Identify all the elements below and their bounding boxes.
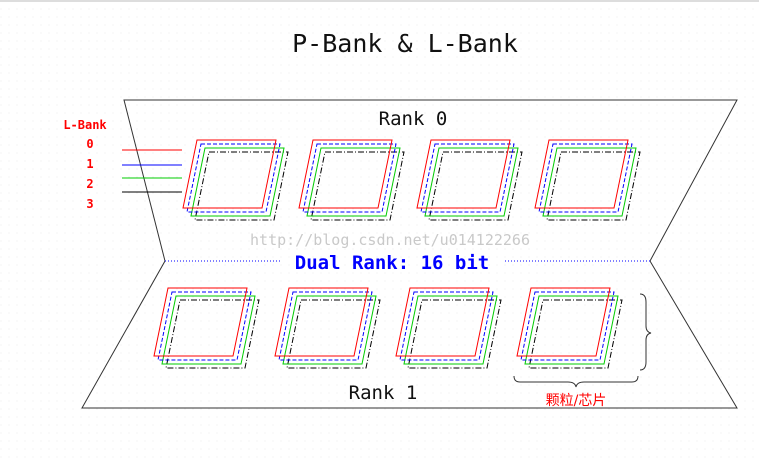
chip-layer-0 <box>416 139 511 209</box>
chip-layer-0 <box>516 287 611 357</box>
watermark: http://blog.csdn.net/u014122266 <box>250 231 530 249</box>
lbank-item-1: 1 <box>86 157 93 171</box>
lbank-item-2: 2 <box>86 177 93 191</box>
chip-layer-2 <box>306 147 401 217</box>
chip-layer-3 <box>428 151 523 221</box>
chip-rank0-0 <box>182 139 289 221</box>
chip-layer-0 <box>182 139 277 209</box>
chip-layer-0 <box>395 287 490 357</box>
rank-0-label: Rank 0 <box>379 108 448 130</box>
chip-layer-2 <box>524 295 619 365</box>
chip-stack-brace <box>639 293 652 371</box>
diagram-title: P-Bank & L-Bank <box>292 29 518 58</box>
rank-1-label: Rank 1 <box>349 382 418 404</box>
chip-rank0-3 <box>534 139 641 221</box>
chip-label: 颗粒/芯片 <box>546 393 607 409</box>
chip-layer-2 <box>282 295 377 365</box>
chip-layer-0 <box>153 287 248 357</box>
chip-layer-3 <box>310 151 405 221</box>
chip-rank0-2 <box>416 139 523 221</box>
chip-layer-0 <box>534 139 629 209</box>
chip-layer-2 <box>424 147 519 217</box>
chip-layer-3 <box>407 299 502 369</box>
chip-layer-2 <box>190 147 285 217</box>
chip-brace <box>513 375 639 388</box>
chip-layer-3 <box>286 299 381 369</box>
chip-array <box>153 139 641 369</box>
chip-layer-3 <box>546 151 641 221</box>
chip-layer-2 <box>161 295 256 365</box>
chip-rank1-1 <box>274 287 381 369</box>
chip-layer-0 <box>274 287 369 357</box>
chip-layer-2 <box>542 147 637 217</box>
lbank-item-0: 0 <box>86 137 93 151</box>
chip-layer-2 <box>403 295 498 365</box>
chip-rank1-2 <box>395 287 502 369</box>
chip-layer-3 <box>194 151 289 221</box>
lbank-header: L-Bank <box>63 118 107 132</box>
chip-layer-0 <box>298 139 393 209</box>
chip-layer-3 <box>528 299 623 369</box>
lbank-item-3: 3 <box>86 197 93 211</box>
chip-rank1-0 <box>153 287 260 369</box>
chip-rank0-1 <box>298 139 405 221</box>
dual-rank-label: Dual Rank: 16 bit <box>295 252 489 274</box>
chip-rank1-3 <box>516 287 623 369</box>
chip-layer-3 <box>165 299 260 369</box>
